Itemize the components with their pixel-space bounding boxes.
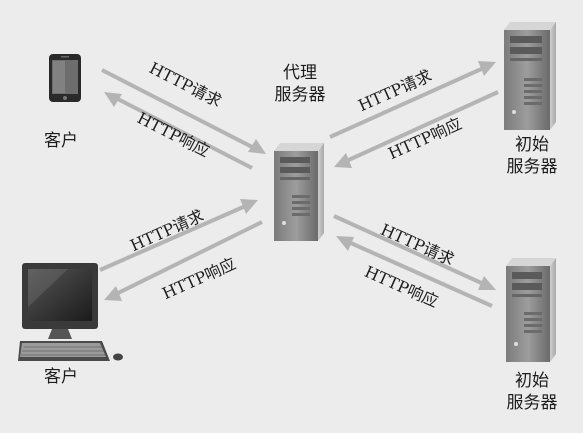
origin-server-bottom-label: 初始 服务器 <box>496 370 568 414</box>
arrow-top-request <box>329 61 496 139</box>
smartphone-icon <box>49 54 81 102</box>
proxy-label-line2: 服务器 <box>274 85 326 105</box>
origin-bottom-label-line1: 初始 <box>515 371 549 391</box>
origin-server-top-label: 初始 服务器 <box>496 134 568 178</box>
arrow-top-response <box>334 90 499 168</box>
arrow-phone-response <box>104 92 253 170</box>
arrows-group <box>99 61 499 308</box>
origin-top-label-line2: 服务器 <box>506 157 558 177</box>
arrow-pc-request <box>99 199 258 272</box>
proxy-server-label: 代理 服务器 <box>264 62 336 106</box>
client-pc-label: 客户 <box>44 367 78 387</box>
arrow-pc-response <box>104 220 263 301</box>
origin-server-bottom-icon <box>506 258 556 362</box>
origin-server-top-icon <box>504 22 556 130</box>
client-phone-label: 客户 <box>44 131 78 151</box>
arrow-phone-request <box>101 68 266 154</box>
origin-top-label-line1: 初始 <box>515 135 549 155</box>
arrow-bottom-request <box>333 214 496 290</box>
proxy-label-line1: 代理 <box>283 63 317 83</box>
desktop-computer-icon <box>18 263 123 361</box>
arrow-bottom-response <box>336 236 493 308</box>
origin-bottom-label-line2: 服务器 <box>506 393 558 413</box>
proxy-server-icon <box>274 143 324 241</box>
